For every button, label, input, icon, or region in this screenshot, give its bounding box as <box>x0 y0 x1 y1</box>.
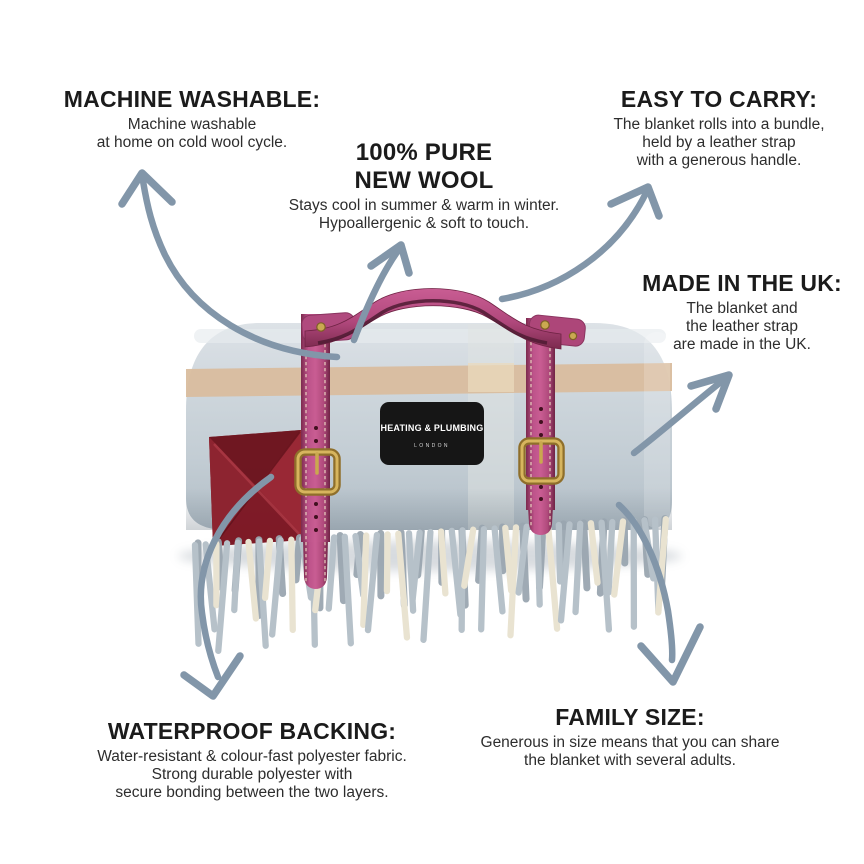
annotation-line: Stays cool in summer & warm in winter. <box>288 197 560 215</box>
brand-city: LONDON <box>414 443 450 449</box>
annotation-easy-to-carry: EASY TO CARRY: The blanket rolls into a … <box>613 86 825 170</box>
annotation-line: secure bonding between the two layers. <box>115 783 389 801</box>
annotation-family-size: FAMILY SIZE: Generous in size means that… <box>480 704 780 770</box>
brand-label: HEATING & PLUMBING LONDON <box>380 402 484 465</box>
rivet <box>568 331 578 341</box>
annotation-line: the blanket with several adults. <box>524 751 736 769</box>
annotation-line: Machine washable <box>127 115 257 133</box>
annotation-heading: FAMILY SIZE: <box>555 704 705 730</box>
pure-new-wool-arrow-icon <box>350 241 413 344</box>
annotation-line: Hypoallergenic & soft to touch. <box>318 215 530 233</box>
annotation-line: at home on cold wool cycle. <box>96 133 288 151</box>
annotation-line: are made in the UK. <box>673 335 811 353</box>
rivet <box>316 322 326 332</box>
annotation-line: the leather strap <box>685 317 798 335</box>
tan-stripe <box>186 363 672 397</box>
annotation-made-in-uk: MADE IN THE UK: The blanket and the leat… <box>642 270 842 354</box>
machine-washable-arrow-icon <box>118 169 341 361</box>
annotation-heading: EASY TO CARRY: <box>620 86 818 112</box>
annotation-line: Generous in size means that you can shar… <box>480 733 780 751</box>
right-buckle <box>518 437 565 485</box>
annotation-line: held by a leather strap <box>642 133 796 151</box>
rivet <box>540 320 550 330</box>
annotation-heading: MACHINE WASHABLE: <box>63 86 321 112</box>
annotation-line: The blanket rolls into a bundle, <box>613 115 825 133</box>
annotation-waterproof-backing: WATERPROOF BACKING: Water-resistant & co… <box>97 718 407 802</box>
annotation-line: The blanket and <box>686 299 798 317</box>
annotation-line: with a generous handle. <box>636 151 802 169</box>
annotation-machine-washable: MACHINE WASHABLE: Machine washable at ho… <box>63 86 321 152</box>
waterproof-backing-arrow-icon <box>180 473 275 700</box>
easy-to-carry-arrow-icon <box>498 183 663 303</box>
made-in-uk-arrow-icon <box>630 371 733 457</box>
annotation-line: Strong durable polyester with <box>151 765 353 783</box>
left-buckle <box>294 448 341 496</box>
annotation-heading: NEW WOOL <box>354 166 494 194</box>
annotation-pure-new-wool: 100% PURE NEW WOOL Stays cool in summer … <box>289 139 559 233</box>
annotation-heading: 100% PURE <box>355 139 493 166</box>
annotation-line: Water-resistant & colour-fast polyester … <box>97 747 407 765</box>
brand-name: HEATING & PLUMBING <box>381 423 484 433</box>
annotation-heading: WATERPROOF BACKING: <box>107 718 397 744</box>
annotation-heading: MADE IN THE UK: <box>642 270 842 296</box>
right-strap <box>518 318 565 535</box>
family-size-arrow-icon <box>615 501 704 686</box>
